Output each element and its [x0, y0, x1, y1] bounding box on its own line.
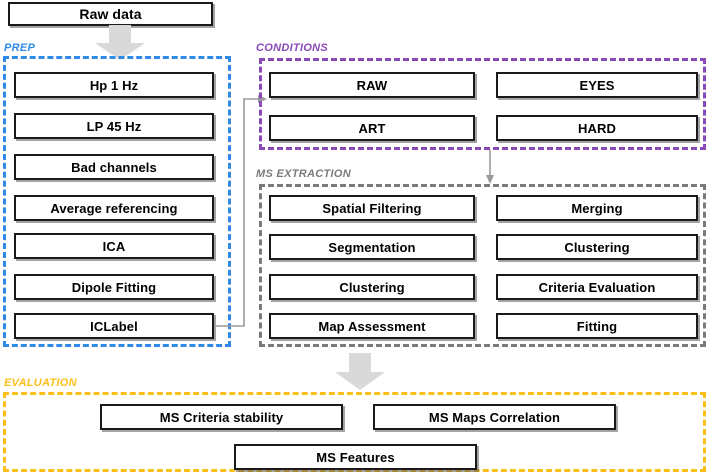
prep-group-label: PREP	[4, 42, 36, 54]
prep-group	[3, 56, 231, 347]
condition-raw: RAW	[269, 72, 475, 98]
extraction-step-segmentation: Segmentation	[269, 234, 475, 260]
evaluation-label: MS Features	[316, 449, 395, 465]
condition-label: ART	[358, 120, 386, 136]
extraction-step-label: Criteria Evaluation	[538, 279, 656, 295]
evaluation-label: MS Maps Correlation	[428, 409, 561, 425]
evaluation-group	[3, 392, 706, 472]
extraction-step-clustering: Clustering	[269, 274, 475, 300]
extraction-step-clustering-right: Clustering	[496, 234, 698, 260]
raw-data-label: Raw data	[79, 6, 142, 22]
prep-step-lp45hz: LP 45 Hz	[14, 113, 214, 139]
extraction-step-criteria-evaluation: Criteria Evaluation	[496, 274, 698, 300]
prep-step-average-referencing: Average referencing	[14, 195, 214, 221]
extraction-step-label: Segmentation	[328, 239, 416, 255]
prep-step-label: Bad channels	[71, 159, 157, 175]
condition-hard: HARD	[496, 115, 698, 141]
extraction-step-label: Clustering	[339, 279, 405, 295]
extraction-step-label: Fitting	[576, 318, 618, 334]
extraction-step-label: Merging	[571, 200, 623, 216]
condition-label: HARD	[578, 120, 616, 136]
extraction-group-label: MS EXTRACTION	[256, 168, 351, 180]
prep-step-ica: ICA	[14, 233, 214, 259]
prep-step-hp1hz: Hp 1 Hz	[14, 72, 214, 98]
conditions-to-extraction-arrow	[486, 150, 494, 184]
prep-step-label: Dipole Fitting	[71, 279, 157, 295]
condition-eyes: EYES	[496, 72, 698, 98]
extraction-step-label: Map Assessment	[318, 318, 426, 334]
evaluation-group-label: EVALUATION	[4, 377, 77, 389]
conditions-group-label: CONDITIONS	[256, 42, 329, 54]
conditions-group	[259, 58, 706, 150]
prep-step-dipole-fitting: Dipole Fitting	[14, 274, 214, 300]
extraction-step-spatial-filtering: Spatial Filtering	[269, 195, 475, 221]
extraction-step-label: Spatial Filtering	[322, 200, 422, 216]
condition-label: EYES	[579, 77, 615, 93]
condition-label: RAW	[356, 77, 388, 93]
condition-art: ART	[269, 115, 475, 141]
extraction-to-evaluation-arrow	[335, 353, 385, 390]
evaluation-ms-features: MS Features	[234, 444, 477, 470]
prep-step-label: Average referencing	[50, 200, 178, 216]
extraction-step-label: Clustering	[564, 239, 630, 255]
prep-step-label: LP 45 Hz	[86, 118, 142, 134]
extraction-step-merging: Merging	[496, 195, 698, 221]
evaluation-label: MS Criteria stability	[159, 409, 284, 425]
prep-step-label: ICA	[102, 238, 126, 254]
extraction-group	[259, 184, 706, 347]
evaluation-ms-maps-correlation: MS Maps Correlation	[373, 404, 616, 430]
evaluation-ms-criteria-stability: MS Criteria stability	[100, 404, 343, 430]
prep-step-iclabel: ICLabel	[14, 313, 214, 339]
extraction-step-fitting: Fitting	[496, 313, 698, 339]
raw-data-box: Raw data	[8, 2, 213, 26]
prep-step-label: Hp 1 Hz	[89, 77, 139, 93]
raw-to-prep-arrow	[95, 25, 145, 60]
extraction-step-map-assessment: Map Assessment	[269, 313, 475, 339]
prep-step-label: ICLabel	[90, 318, 138, 334]
prep-step-bad-channels: Bad channels	[14, 154, 214, 180]
